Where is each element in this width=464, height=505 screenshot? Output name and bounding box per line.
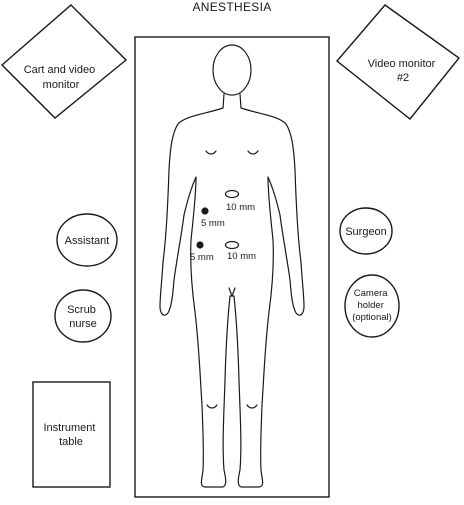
instrument-label-line1: Instrument [43, 422, 95, 434]
operating-table [134, 36, 330, 498]
port-5mm-lower-label: 5 mm [190, 252, 214, 263]
monitor2-label-line2: #2 [397, 72, 409, 84]
monitor2-label-line1: Video monitor [368, 58, 436, 70]
port-5mm-lower [196, 241, 204, 249]
video-monitor-2 [335, 4, 461, 120]
port-10mm-upper [224, 189, 240, 199]
camera-label-line1: Camera [354, 288, 389, 299]
patient-body-outline [159, 44, 305, 488]
patient-knee-right [246, 404, 258, 409]
camera-label-line2: holder [357, 300, 383, 311]
assistant-label: Assistant [65, 235, 110, 247]
patient-head [212, 44, 252, 96]
camera-label: Camera holder (optional) [352, 288, 392, 323]
monitor2-label: Video monitor #2 [368, 58, 439, 84]
patient-chest-left [205, 150, 217, 155]
instrument-label-line2: table [59, 436, 83, 448]
port-5mm-upper-label: 5 mm [201, 218, 225, 229]
scrub-nurse-circle [54, 289, 112, 343]
scrub-label: Scrub nurse [67, 304, 99, 330]
camera-label-line3: (optional) [352, 312, 392, 323]
port-10mm-upper-label: 10 mm [226, 202, 255, 213]
port-10mm-lower [224, 240, 240, 250]
surgeon-label: Surgeon [345, 226, 387, 238]
scrub-label-line2: nurse [69, 318, 97, 330]
cart-and-video-monitor [0, 4, 128, 119]
cart-label-line2: monitor [43, 79, 80, 91]
instrument-table [32, 381, 111, 488]
camera-holder-circle [344, 274, 400, 338]
patient-chest-right [247, 150, 259, 155]
port-10mm-lower-label: 10 mm [227, 251, 256, 262]
patient-groin [228, 287, 236, 297]
cart-label: Cart and video monitor [24, 64, 99, 91]
cart-label-line1: Cart and video [24, 64, 96, 76]
anesthesia-label: ANESTHESIA [192, 0, 271, 14]
port-5mm-upper [201, 207, 209, 215]
instrument-label: Instrument table [43, 422, 98, 448]
patient-knee-left [206, 404, 218, 409]
surgeon-circle [339, 207, 393, 255]
assistant-circle [56, 213, 118, 267]
scrub-label-line1: Scrub [67, 304, 96, 316]
